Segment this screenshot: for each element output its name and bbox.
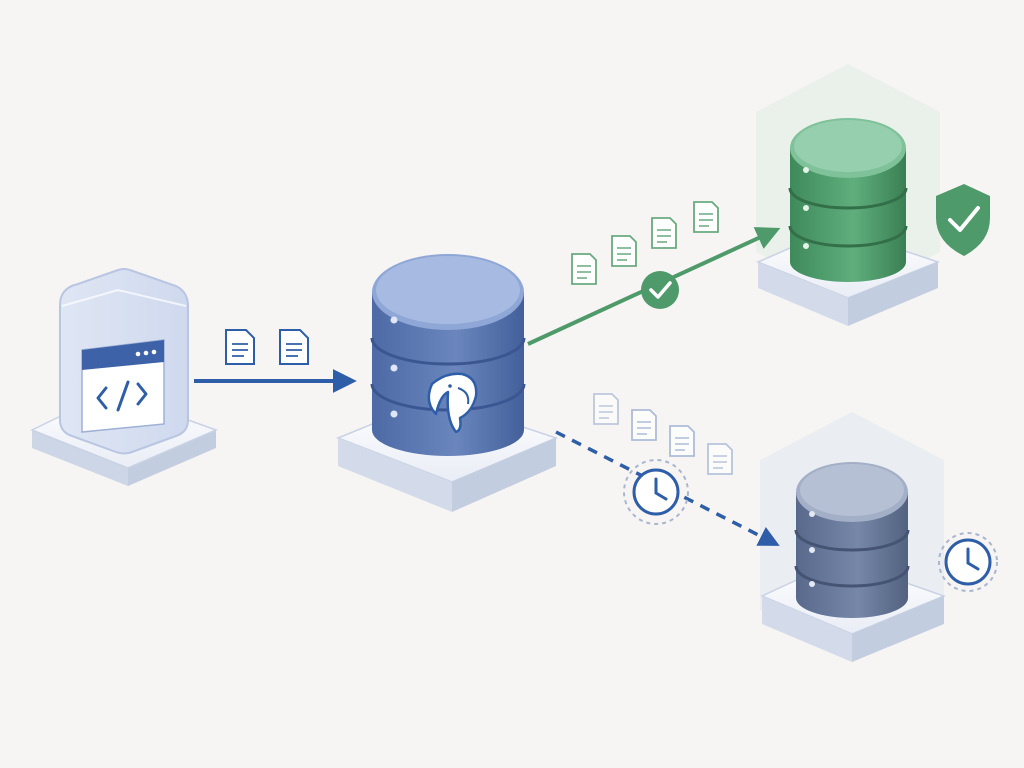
elephant-icon: [427, 372, 478, 434]
document-icon: [571, 253, 597, 285]
application-node: [30, 268, 219, 486]
clock-icon: [623, 459, 689, 525]
primary-database-node: [335, 254, 559, 512]
database-cylinder: [370, 254, 526, 456]
edge-app-to-primary: [194, 329, 357, 393]
database-cylinder: [794, 462, 910, 618]
shield-check-icon: [936, 184, 990, 256]
document-icon: [225, 329, 255, 365]
database-cylinder: [788, 118, 908, 282]
edge-primary-to-sync-replica: [527, 201, 781, 346]
document-icon: [707, 443, 733, 475]
sync-replica-node: [756, 64, 990, 326]
async-replica-node: [760, 412, 998, 662]
document-icon: [593, 393, 619, 425]
document-icon: [611, 235, 637, 267]
clock-icon: [938, 532, 998, 592]
server-box: [59, 268, 189, 455]
document-icon: [693, 201, 719, 233]
edge-primary-to-async-replica: [555, 393, 780, 546]
document-icon: [669, 425, 695, 457]
document-icon: [651, 217, 677, 249]
code-window-icon: [81, 339, 165, 433]
document-icon: [631, 409, 657, 441]
document-icon: [279, 329, 309, 365]
check-circle-icon: [641, 271, 679, 309]
